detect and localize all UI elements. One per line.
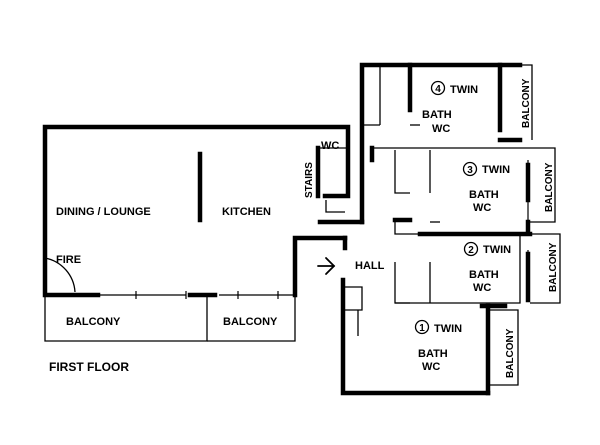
label-balcony-living: BALCONY	[66, 316, 121, 328]
room-4-wc: WC	[432, 123, 450, 135]
room-1-number: 1	[419, 323, 425, 334]
room-2-wc: WC	[473, 282, 491, 294]
fire-arc	[44, 257, 76, 293]
room-2-circle	[463, 241, 479, 257]
room-3-type: TWIN	[482, 164, 510, 176]
room-1-bath: BATH	[418, 348, 448, 360]
label-balcony-kitchen: BALCONY	[223, 316, 278, 328]
entry-arrow-icon	[317, 257, 336, 275]
room-3-wc: WC	[473, 202, 491, 214]
label-stairs: STAIRS	[304, 162, 315, 198]
room-1-balcony: BALCONY	[505, 328, 516, 378]
room-4-number: 4	[435, 84, 441, 95]
label-kitchen: KITCHEN	[222, 206, 271, 218]
label-fire: FIRE	[56, 254, 81, 266]
room-1-wc: WC	[422, 361, 440, 373]
room-4-circle	[430, 80, 446, 96]
label-wc-stairs: WC	[321, 140, 339, 152]
windows	[100, 80, 529, 378]
floor-label: FIRST FLOOR	[49, 360, 129, 374]
room-2-balcony: BALCONY	[548, 242, 559, 292]
room-1-type: TWIN	[434, 323, 462, 335]
room-3-balcony: BALCONY	[544, 162, 555, 212]
room-3-circle	[462, 161, 478, 177]
room-2-type: TWIN	[483, 244, 511, 256]
labels: DINING / LOUNGE KITCHEN FIRE WC STAIRS H…	[49, 78, 559, 378]
room-2-bath: BATH	[469, 269, 499, 281]
walls-thick	[42, 62, 533, 396]
walls-thin	[44, 64, 561, 386]
label-dining-lounge: DINING / LOUNGE	[56, 206, 151, 218]
label-hall: HALL	[355, 260, 385, 272]
room-3-bath: BATH	[469, 189, 499, 201]
room-number-circles	[414, 80, 479, 335]
room-4-bath: BATH	[422, 109, 452, 121]
room-3-number: 3	[467, 165, 473, 176]
room-4-type: TWIN	[450, 84, 478, 96]
room-2-number: 2	[468, 245, 474, 256]
room-4-balcony: BALCONY	[521, 78, 532, 128]
room-1-circle	[414, 319, 430, 335]
